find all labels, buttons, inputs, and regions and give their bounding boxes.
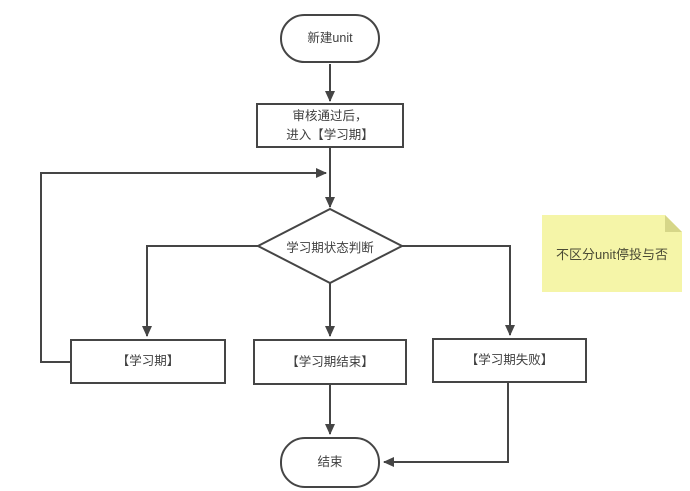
flow-node-learning-fail: 【学习期失败】 <box>432 338 587 383</box>
flow-node-end: 结束 <box>280 437 380 488</box>
arrow-decision-to-learning <box>142 245 258 337</box>
flow-node-start: 新建unit <box>280 14 380 63</box>
flow-node-learning-label: 【学习期】 <box>116 354 180 369</box>
arrow-learning-loopback <box>40 168 327 363</box>
flow-node-end-label: 结束 <box>317 455 343 470</box>
sticky-note: 不区分unit停投与否 <box>542 215 682 292</box>
arrow-learning-fail-to-end <box>383 383 509 467</box>
flow-node-learning-end: 【学习期结束】 <box>253 339 407 385</box>
flow-node-review-line2: 进入【学习期】 <box>286 127 374 142</box>
flow-node-learning-fail-label: 【学习期失败】 <box>465 353 554 368</box>
decision-diamond-shape <box>255 207 405 285</box>
flow-node-decision-label: 学习期状态判断 <box>286 240 374 255</box>
flow-node-decision: 学习期状态判断 <box>262 237 398 255</box>
flow-node-learning-end-label: 【学习期结束】 <box>286 354 374 369</box>
flow-node-review: 审核通过后， 进入【学习期】 <box>256 103 404 148</box>
flow-node-learning: 【学习期】 <box>70 339 226 384</box>
flow-node-start-label: 新建unit <box>307 31 353 46</box>
sticky-note-text: 不区分unit停投与否 <box>556 247 668 262</box>
flow-node-review-line1: 审核通过后， <box>292 109 368 124</box>
arrow-decision-to-learning-fail <box>402 245 515 336</box>
